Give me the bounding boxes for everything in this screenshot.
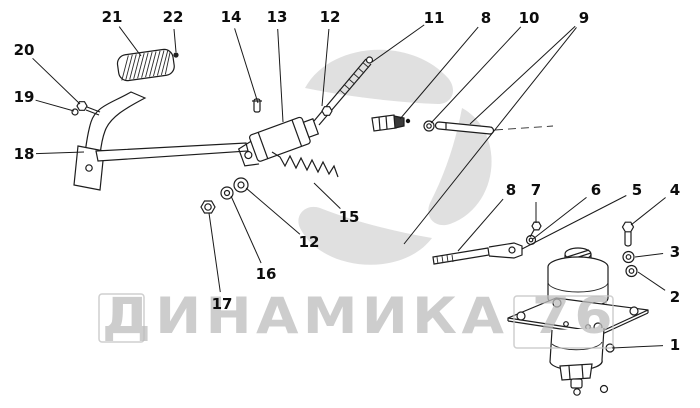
callout-label-3: 3: [670, 243, 680, 261]
callout-label-5: 5: [632, 181, 642, 199]
rod-clevis: [488, 242, 523, 259]
callout-leader-15: [313, 182, 341, 209]
callout-label-13: 13: [267, 8, 288, 26]
callout-leader-1: [611, 345, 664, 349]
washer-3: [622, 250, 635, 264]
callout-leader-8: [457, 198, 504, 252]
callout-label-8: 8: [506, 181, 516, 199]
callout-leader-3: [634, 253, 664, 258]
bolt-7: [529, 221, 542, 238]
callout-label-7: 7: [531, 181, 541, 199]
callout-leader-16: [230, 195, 262, 264]
callout-label-8: 8: [481, 9, 491, 27]
watermark-text: ДИНАМИКА 76: [102, 287, 617, 345]
hose-fitting: [371, 114, 411, 132]
callout-leader-4: [630, 197, 666, 226]
callout-label-20: 20: [14, 41, 35, 59]
callout-leader-12: [321, 28, 330, 107]
callout-label-6: 6: [591, 181, 601, 199]
master-cylinder: [237, 116, 320, 167]
callout-label-9: 9: [579, 9, 589, 27]
callout-leader-19: [35, 99, 75, 112]
watermark: ДИНАМИКА 76: [98, 287, 617, 349]
callout-leader-9: [403, 27, 577, 245]
callout-label-21: 21: [102, 8, 123, 26]
callout-leader-11: [371, 24, 425, 63]
callout-leader-20: [32, 57, 81, 105]
callout-label-16: 16: [256, 265, 277, 283]
bolt-4: [621, 221, 635, 247]
callout-leader-2: [637, 271, 666, 291]
callout-label-11: 11: [424, 9, 445, 27]
return-spring: [271, 151, 339, 178]
pushrod: [313, 56, 374, 126]
callout-leader-12: [245, 187, 301, 235]
callout-leader-10: [430, 26, 522, 124]
callout-leader-17: [208, 212, 221, 293]
callout-label-1: 1: [670, 336, 680, 354]
callout-leader-8: [399, 26, 479, 120]
clevis-pin-long: [434, 121, 554, 135]
callout-label-22: 22: [163, 8, 184, 26]
pad-bolt-dot: [173, 52, 179, 58]
callout-label-18: 18: [14, 145, 35, 163]
callout-label-15: 15: [339, 208, 360, 226]
callout-leader-13: [277, 28, 284, 123]
washer-2: [625, 264, 638, 278]
pivot-washers: [200, 177, 249, 214]
washer-10: [423, 120, 435, 132]
callout-leader-22: [173, 28, 177, 53]
callout-leader-21: [118, 26, 142, 57]
callout-label-12: 12: [320, 8, 341, 26]
lower-rod: [432, 247, 490, 265]
callout-leader-5: [521, 195, 627, 250]
callout-leader-18: [35, 151, 85, 155]
callout-label-2: 2: [670, 288, 680, 306]
callout-label-12: 12: [299, 233, 320, 251]
watermark-swirl-logo: [298, 49, 492, 265]
callout-label-4: 4: [670, 181, 680, 199]
callout-leader-14: [234, 28, 259, 104]
callout-leader-9: [469, 25, 576, 125]
watermark-box-right: [513, 295, 614, 349]
lever-arm: [95, 142, 249, 162]
watermark-box-left: [98, 293, 145, 343]
callout-label-10: 10: [519, 9, 540, 27]
callout-label-17: 17: [212, 295, 233, 313]
callout-label-14: 14: [221, 8, 242, 26]
pedal-pad: [116, 48, 175, 82]
callout-leader-6: [532, 197, 587, 240]
pedal-arm: [73, 91, 147, 191]
callout-label-19: 19: [14, 88, 35, 106]
